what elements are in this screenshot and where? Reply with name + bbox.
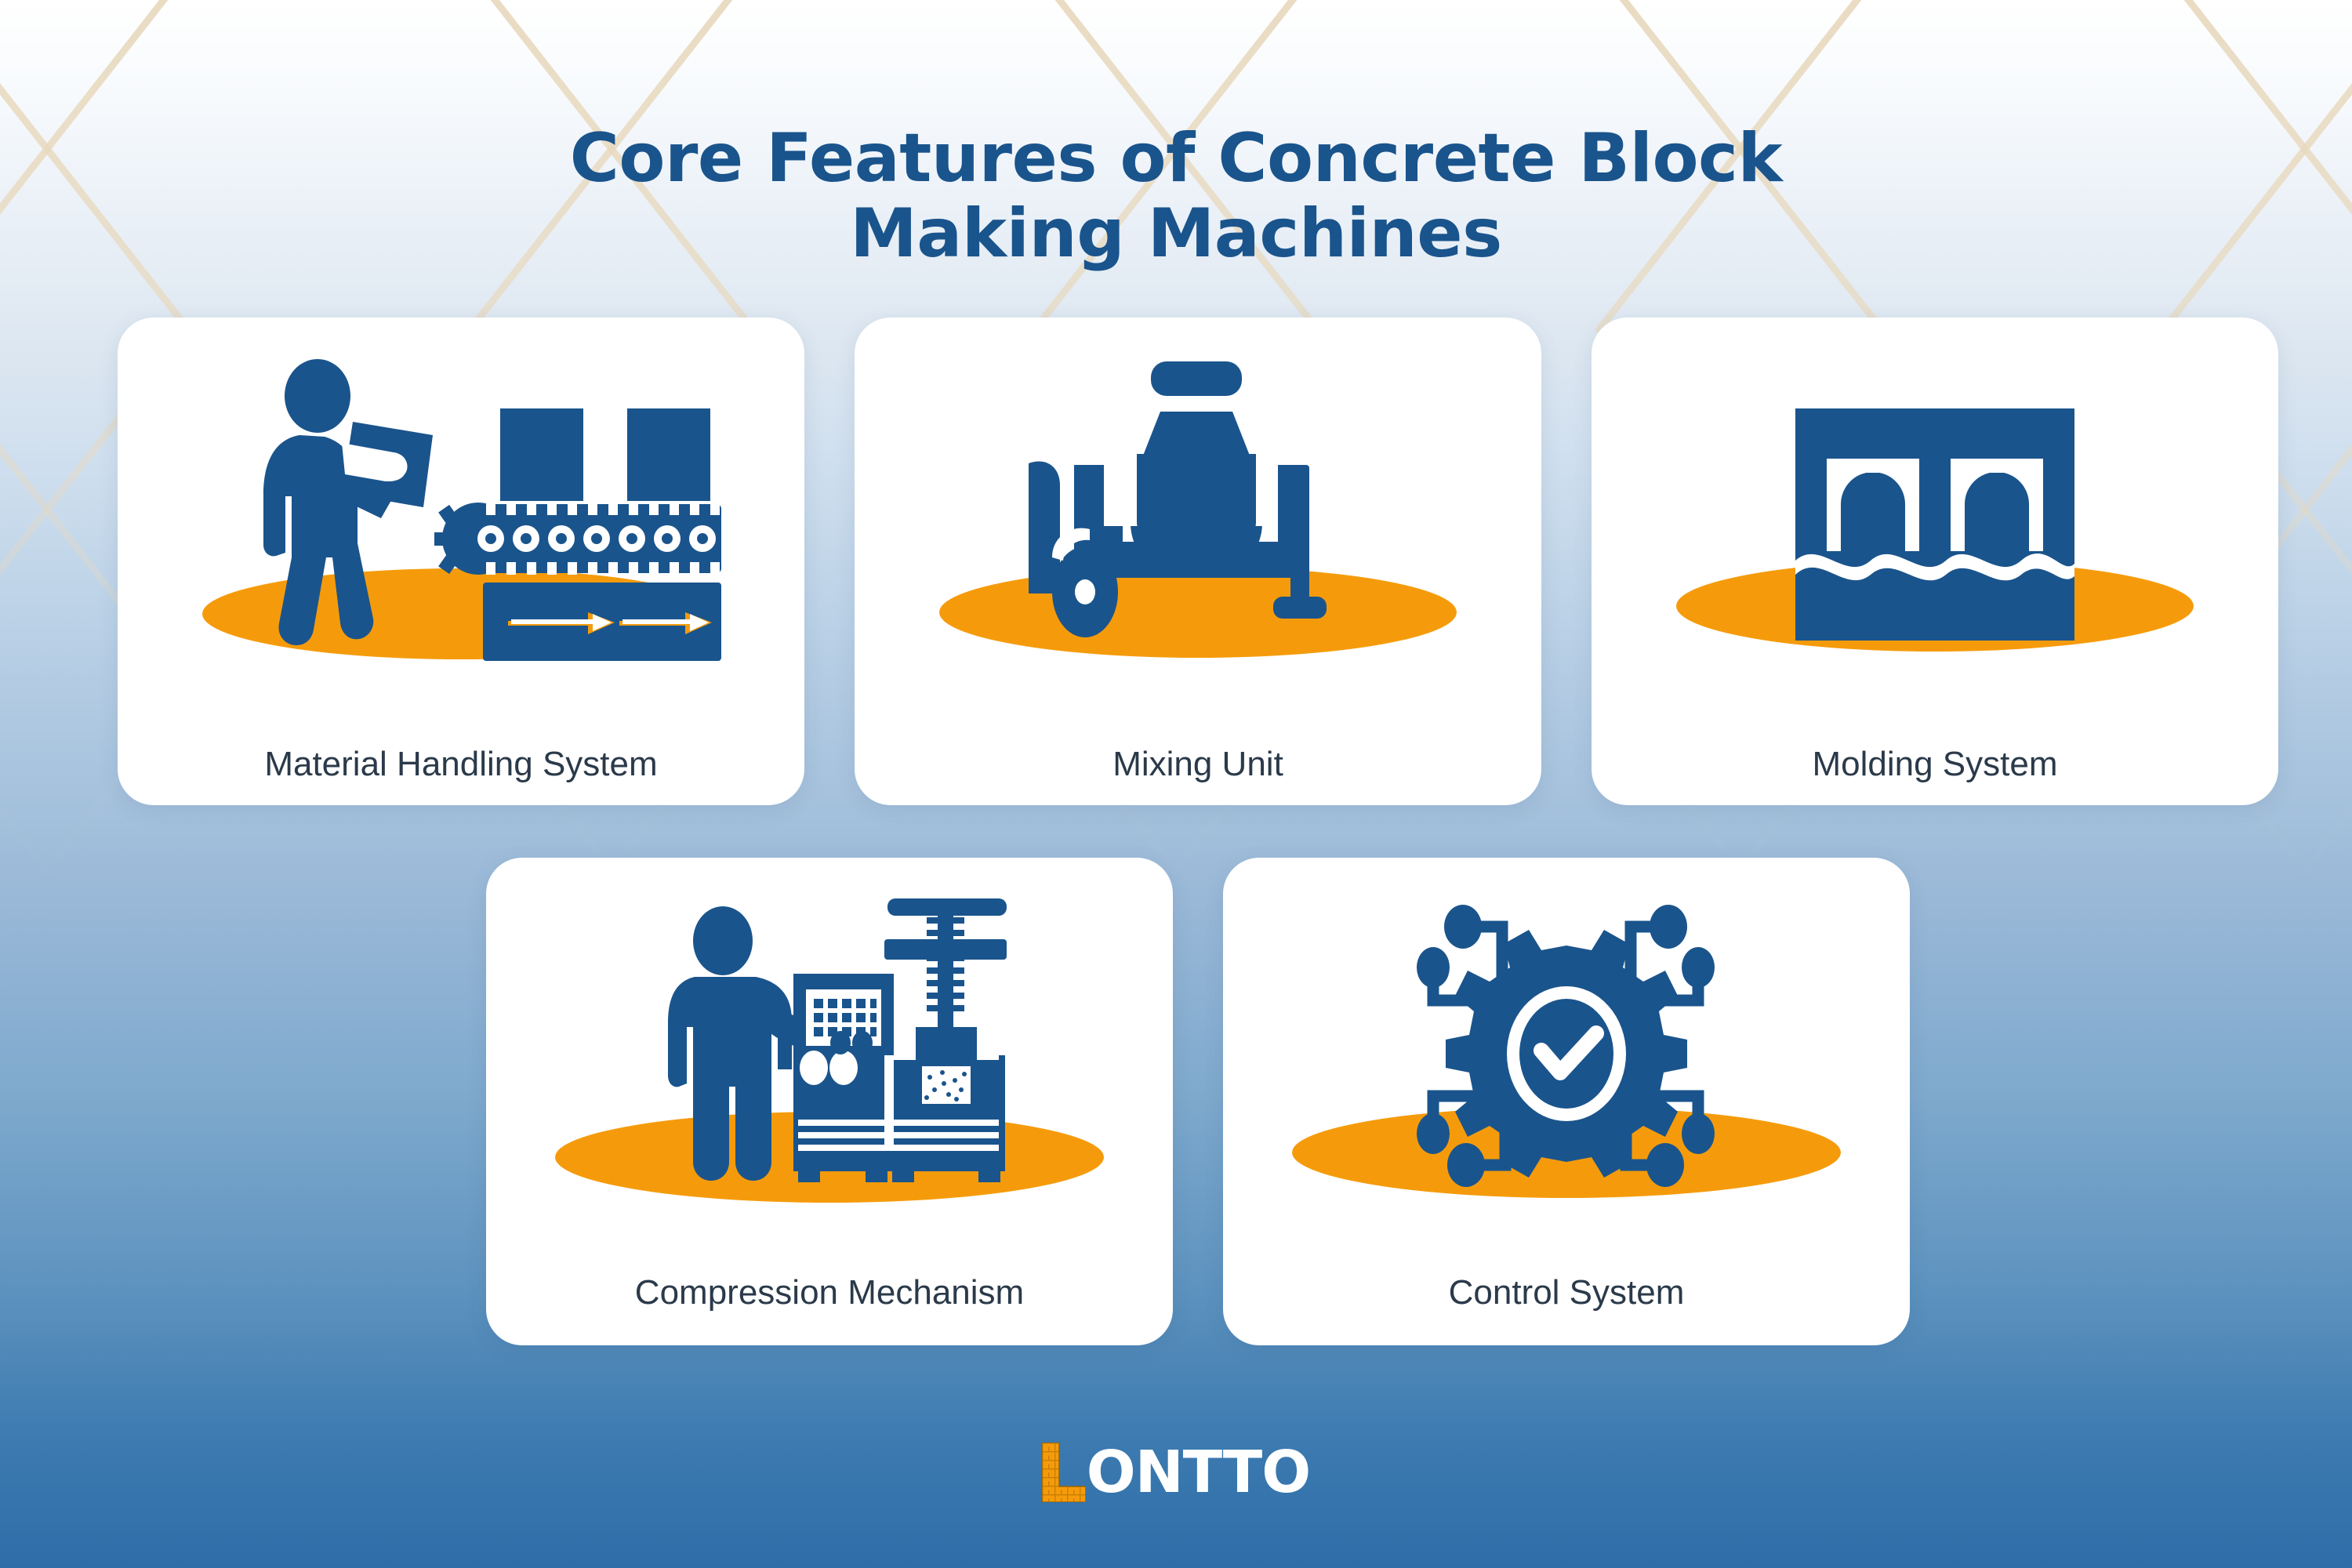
lontto-logo[interactable]: ONTTO xyxy=(0,1439,2352,1506)
page-title-line-2: Making Machines xyxy=(850,194,1502,273)
page-title: Core Features of Concrete Block Making M… xyxy=(0,118,2352,273)
conveyor-direction-arrows xyxy=(508,612,712,634)
feature-card-control-system[interactable]: Control System xyxy=(1223,858,1910,1345)
feature-card-mixing-unit[interactable]: Mixing Unit xyxy=(855,318,1541,805)
feature-card-compression-mechanism[interactable]: Compression Mechanism xyxy=(486,858,1173,1345)
concrete-mixer-icon xyxy=(939,361,1457,658)
feature-card-label: Mixing Unit xyxy=(1112,745,1283,783)
block-mold-icon xyxy=(1676,408,2194,652)
feature-card-molding-system[interactable]: Molding System xyxy=(1592,318,2278,805)
feature-card-label: Molding System xyxy=(1812,745,2058,783)
feature-card-label: Control System xyxy=(1448,1273,1685,1312)
feature-card-label: Material Handling System xyxy=(264,745,658,783)
feature-card-material-handling[interactable]: Material Handling System xyxy=(118,318,804,805)
logo-wordmark: ONTTO xyxy=(1086,1439,1311,1506)
gear-check-circuit-icon xyxy=(1292,905,1841,1198)
hydraulic-press-operator-icon xyxy=(555,898,1104,1203)
brick-l-icon xyxy=(1040,1442,1087,1503)
feature-card-label: Compression Mechanism xyxy=(634,1273,1025,1312)
page-title-line-1: Core Features of Concrete Block xyxy=(569,118,1783,198)
conveyor-worker-icon xyxy=(202,359,721,661)
logo-initial-brick-l xyxy=(1040,1442,1087,1503)
